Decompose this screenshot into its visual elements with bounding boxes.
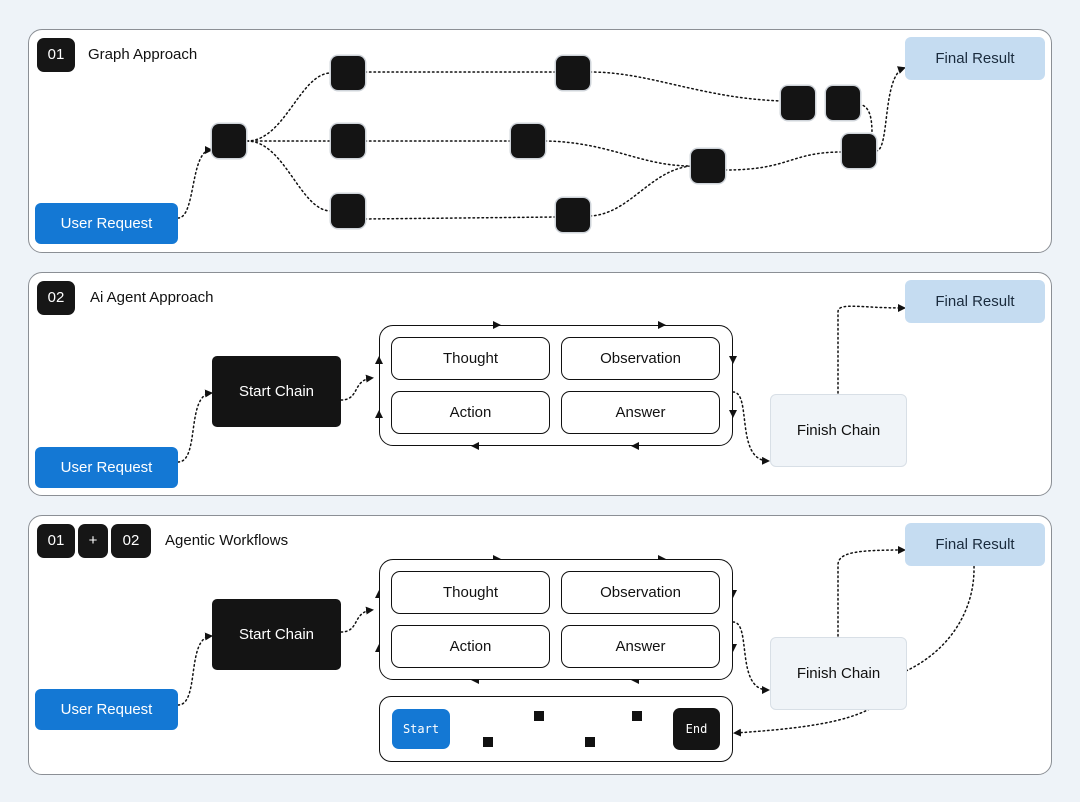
panel-title: Graph Approach xyxy=(88,46,198,63)
panel-title: Agentic Workflows xyxy=(165,532,289,549)
graph-node xyxy=(781,86,815,120)
panel-badge-01: 01 xyxy=(37,38,75,72)
graph-node xyxy=(511,124,545,158)
start-chain-box: Start Chain xyxy=(212,356,341,427)
thought-cell: Thought xyxy=(391,571,550,614)
action-cell: Action xyxy=(391,391,550,434)
panel-badge-02: 02 xyxy=(37,281,75,315)
final-result-box: Final Result xyxy=(905,523,1045,566)
action-cell: Action xyxy=(391,625,550,668)
observation-cell: Observation xyxy=(561,337,720,380)
graph-node xyxy=(331,124,365,158)
graph-node xyxy=(556,198,590,232)
graph-node xyxy=(691,149,725,183)
final-result-box: Final Result xyxy=(905,280,1045,323)
workflow-start: Start xyxy=(392,709,450,749)
graph-node xyxy=(331,56,365,90)
graph-node-root xyxy=(212,124,246,158)
observation-cell: Observation xyxy=(561,571,720,614)
workflow-end: End xyxy=(673,708,720,750)
user-request-box: User Request xyxy=(35,203,178,244)
graph-node xyxy=(842,134,876,168)
finish-chain-box: Finish Chain xyxy=(770,394,907,467)
panel-badge-plus: + xyxy=(78,524,108,558)
user-request-box: User Request xyxy=(35,447,178,488)
graph-node xyxy=(331,194,365,228)
thought-cell: Thought xyxy=(391,337,550,380)
start-chain-box: Start Chain xyxy=(212,599,341,670)
user-request-box: User Request xyxy=(35,689,178,730)
panel-badge-02: 02 xyxy=(111,524,151,558)
final-result-box: Final Result xyxy=(905,37,1045,80)
graph-node xyxy=(556,56,590,90)
panel-title: Ai Agent Approach xyxy=(90,289,214,306)
answer-cell: Answer xyxy=(561,625,720,668)
answer-cell: Answer xyxy=(561,391,720,434)
graph-node xyxy=(826,86,860,120)
finish-chain-box: Finish Chain xyxy=(770,637,907,710)
panel-badge-01: 01 xyxy=(37,524,75,558)
